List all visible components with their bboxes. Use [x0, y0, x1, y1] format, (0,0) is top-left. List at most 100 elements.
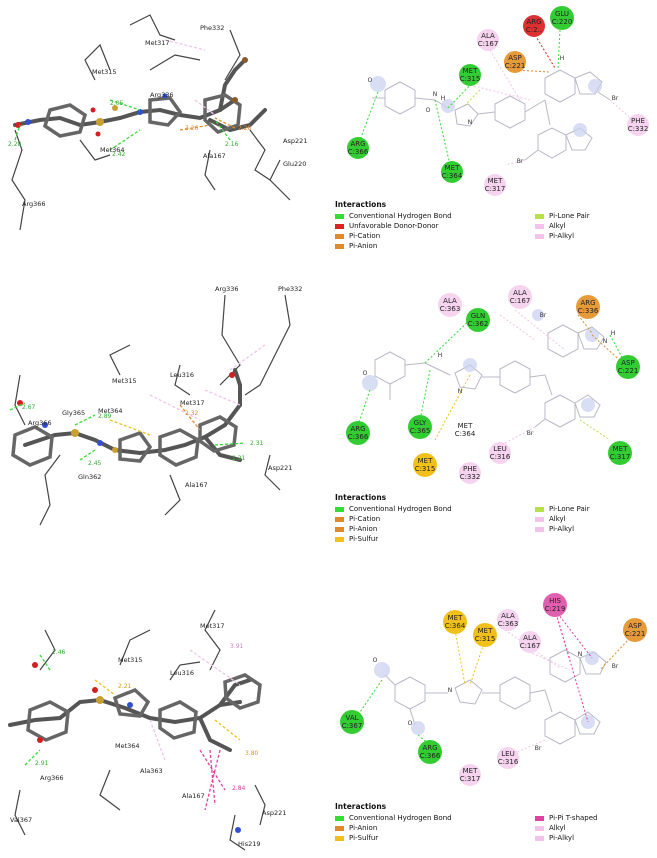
residue-label-3d: Leu316: [170, 371, 194, 379]
legend-swatch: [335, 516, 344, 522]
residue-asp-221: ASP C:221: [623, 618, 647, 642]
svg-text:ALA: ALA: [481, 32, 495, 40]
legend-swatch: [335, 213, 344, 219]
svg-text:C:221: C:221: [625, 630, 646, 638]
residue-met-317: MET C:317: [484, 174, 506, 196]
svg-text:C:219: C:219: [545, 605, 566, 613]
residue-label-3d: Gln362: [78, 473, 101, 481]
distance-label: 2.28: [238, 125, 252, 132]
residue-asp-221: ASP C:221: [504, 51, 526, 73]
residue-label-3d: Met364: [115, 742, 140, 750]
legend-swatch: [535, 835, 544, 841]
atom-label: O: [408, 720, 413, 727]
residue-arg-366: ARG C:366: [347, 137, 369, 159]
legend-item: Pi-Anion: [335, 525, 535, 533]
atom-label: H: [560, 55, 565, 62]
residue-label-3d: Ala363: [140, 767, 163, 775]
residue-ala-167: ALA C:167: [477, 29, 499, 51]
svg-text:C:366: C:366: [348, 433, 369, 441]
interaction-diagram-2d-3: Br Br O O N N HIS C:219 MET C:364 ALA C:…: [330, 590, 657, 858]
residue-label-3d: Met317: [200, 622, 225, 630]
svg-text:MET: MET: [463, 67, 478, 75]
legend-item: Pi-Cation: [335, 515, 535, 523]
legend-item: Pi-Sulfur: [335, 834, 535, 842]
legend-title: Interactions: [335, 200, 387, 209]
atom-label: N: [433, 91, 438, 98]
svg-text:C:167: C:167: [478, 40, 499, 48]
svg-text:C:167: C:167: [520, 642, 541, 650]
svg-text:C:317: C:317: [610, 453, 631, 461]
legend-item: Alkyl: [535, 222, 655, 230]
svg-text:C:363: C:363: [440, 305, 461, 313]
residue-label-3d: Met364: [100, 146, 125, 154]
svg-text:C:316: C:316: [498, 758, 519, 766]
residue-label-3d: Ala167: [182, 792, 205, 800]
residue-label-3d: Met315: [92, 68, 117, 76]
atom-label: O: [368, 77, 373, 84]
docking-3d-structure-3: 2.46 2.91 2.21 3.91 2.84 3.80 Met315 Met…: [8, 609, 286, 851]
svg-text:PHE: PHE: [463, 465, 477, 473]
atom-label: N: [468, 119, 473, 126]
residue-glu-220: GLU C:220: [550, 6, 574, 30]
residue-gln-362: GLN C:362: [466, 308, 490, 332]
residue-ala-167: ALA C:167: [508, 285, 532, 309]
atom-label: O: [363, 370, 368, 377]
residue-label-3d: Arg336: [150, 91, 174, 99]
interaction-diagram-2d-1: Br Br H H O O N N GLU C:220 ARG C:2.. AL…: [330, 0, 657, 250]
legend-swatch: [335, 815, 344, 821]
legend-swatch: [535, 526, 544, 532]
svg-text:C:2..: C:2..: [526, 26, 542, 34]
docking-3d-view-3: 2.46 2.91 2.21 3.91 2.84 3.80 Met315 Met…: [0, 590, 330, 858]
distance-label: 2.32: [185, 410, 199, 417]
legend-2: Interactions Conventional Hydrogen Bond …: [335, 493, 655, 543]
residue-label-3d: Phe332: [200, 24, 224, 32]
distance-label: 2.84: [232, 785, 246, 792]
legend-swatch: [335, 835, 344, 841]
residue-arg-336: ARG C:336: [576, 295, 600, 319]
residue-arg-2: ARG C:2..: [523, 15, 545, 37]
residue-discs-3: HIS C:219 MET C:364 ALA C:363 MET C:315 …: [340, 593, 647, 786]
svg-text:C:315: C:315: [415, 465, 436, 473]
legend-1: Interactions Conventional Hydrogen Bond …: [335, 200, 655, 250]
distance-label: 2.46: [52, 649, 66, 656]
svg-text:ALA: ALA: [443, 297, 457, 305]
svg-text:C:367: C:367: [342, 722, 363, 730]
svg-text:ARG: ARG: [580, 299, 595, 307]
legend-item: Alkyl: [535, 824, 655, 832]
legend-swatch: [535, 233, 544, 239]
svg-text:C:336: C:336: [578, 307, 599, 315]
svg-text:ARG: ARG: [350, 140, 365, 148]
svg-text:ASP: ASP: [621, 359, 634, 367]
residue-asp-221: ASP C:221: [616, 355, 640, 379]
svg-text:C:365: C:365: [410, 427, 431, 435]
residue-label-3d: Leu316: [170, 669, 194, 677]
interaction-diagram-2d-2: Br Br H H O N N ALA C:363 ALA C:167 ARG …: [330, 275, 657, 565]
svg-text:C:317: C:317: [485, 185, 506, 193]
legend-swatch: [535, 223, 544, 229]
atom-label: Br: [517, 158, 524, 165]
atom-label: Br: [612, 95, 619, 102]
svg-text:C:315: C:315: [475, 635, 496, 643]
legend-item: Conventional Hydrogen Bond: [335, 505, 535, 513]
residue-leu-316: LEU C:316: [497, 747, 519, 769]
atom-label: Br: [535, 745, 542, 752]
residue-label-3d: Ala167: [203, 152, 226, 160]
legend-swatch: [335, 825, 344, 831]
docking-3d-view-1: 2.28 2.05 2.42 2.16 3.26 2.28 Met317 Phe…: [0, 0, 330, 245]
svg-text:ALA: ALA: [523, 634, 537, 642]
svg-text:ASP: ASP: [508, 54, 521, 62]
legend-item: Alkyl: [535, 515, 655, 523]
svg-text:C:220: C:220: [552, 18, 573, 26]
interaction-2d-structure-1: Br Br H H O O N N GLU C:220 ARG C:2.. AL…: [347, 6, 649, 196]
residue-label-3d: Met315: [118, 656, 143, 664]
residue-label-3d: Met317: [180, 399, 205, 407]
svg-text:C:364: C:364: [445, 622, 466, 630]
svg-text:MET: MET: [448, 614, 463, 622]
svg-text:C:363: C:363: [498, 620, 519, 628]
residue-leu-316: LEU C:316: [489, 442, 511, 464]
docking-3d-structure-1: 2.28 2.05 2.42 2.16 3.26 2.28 Met317 Phe…: [8, 14, 307, 231]
svg-text:C:366: C:366: [348, 148, 369, 156]
distance-label: 2.21: [118, 683, 132, 690]
svg-text:MET: MET: [613, 445, 628, 453]
svg-text:ALA: ALA: [501, 612, 515, 620]
